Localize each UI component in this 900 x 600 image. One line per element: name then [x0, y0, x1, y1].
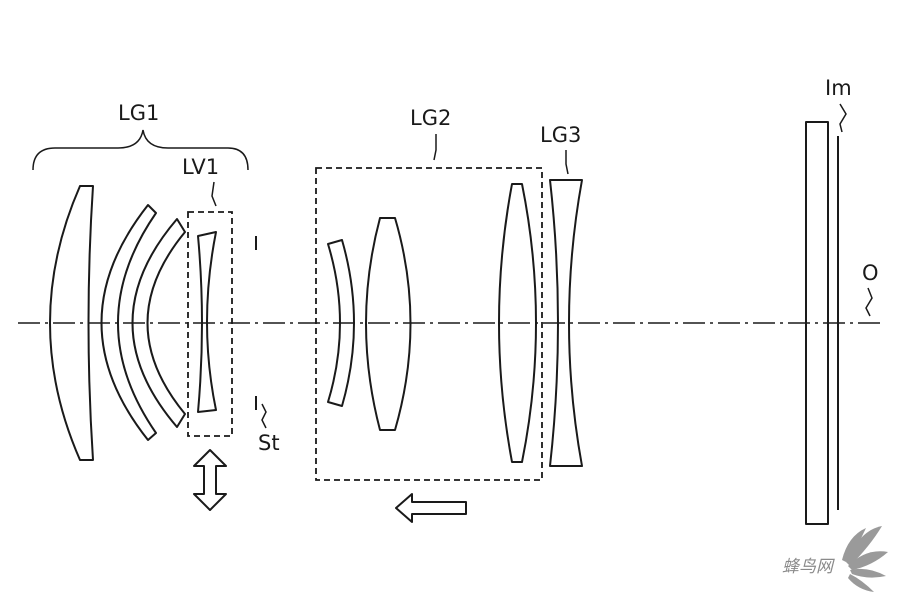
lg3-label: LG3: [540, 123, 581, 147]
axis-leader: [865, 287, 873, 317]
fan-logo-icon: [842, 526, 888, 592]
lv1-box: [187, 211, 233, 437]
lg2-move-arrow-icon: [395, 493, 467, 523]
lg2-leader: [433, 134, 437, 161]
stop-leader: [261, 403, 267, 429]
lg2-lens-1: [327, 239, 355, 407]
lg1-lens-3: [131, 218, 186, 428]
lv1-lens: [197, 231, 217, 413]
lg1-lens-1: [49, 185, 94, 461]
lg3-lens: [549, 179, 583, 467]
axis-label: O: [862, 261, 879, 285]
cover-glass: [805, 121, 829, 525]
lv1-leader: [211, 181, 217, 207]
lv1-label: LV1: [182, 155, 219, 179]
lg2-label: LG2: [410, 106, 451, 130]
lg2-lens-2: [365, 217, 412, 431]
image-plane-leader: [839, 103, 847, 133]
lg1-brace: [32, 129, 249, 171]
lg2-lens-3: [498, 183, 537, 463]
lg2-box: [315, 167, 543, 481]
image-plane-label: Im: [825, 76, 852, 100]
lg1-label: LG1: [118, 101, 159, 125]
watermark-text: 蜂鸟网: [782, 557, 835, 577]
lg1-lens-2: [100, 204, 157, 441]
lg3-leader: [565, 150, 569, 175]
stop-label: St: [258, 431, 280, 455]
lv1-move-arrow-icon: [193, 449, 227, 511]
